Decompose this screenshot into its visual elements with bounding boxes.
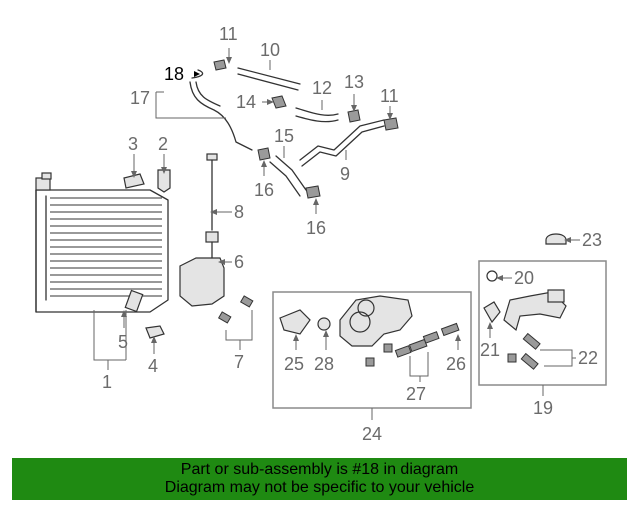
cap-23 [545,233,567,245]
seal-28 [317,317,331,331]
callout-2: 2 [158,134,168,154]
callout-15: 15 [274,126,294,146]
part-21 [483,301,501,324]
coolant-reservoir [179,231,225,307]
callout-11a: 11 [219,24,238,44]
clamp-14 [271,95,287,109]
hose-9 [299,119,385,161]
pipe-assembly [503,289,567,332]
callout-11b: 11 [380,86,399,106]
hose-10 [237,67,301,85]
callout-23: 23 [582,230,602,250]
callout-17: 17 [130,88,150,108]
clamp-16a [257,147,271,161]
callout-5: 5 [118,332,128,352]
part-2 [157,169,171,193]
callout-10: 10 [260,40,280,60]
arrowheads [121,57,571,343]
hose-15 [275,155,307,191]
callout-20: 20 [514,268,534,288]
banner-line-1: Part or sub-assembly is #18 in diagram [180,461,459,478]
bolts-26-27 [365,322,460,367]
hose-12 [295,107,339,116]
callout-7: 7 [234,352,244,372]
part-7-bolts [217,295,254,324]
leader-lines [93,48,580,420]
callout-9: 9 [340,164,350,184]
info-banner: Part or sub-assembly is #18 in diagram D… [12,458,627,500]
callout-4: 4 [148,356,158,376]
callout-27: 27 [406,384,426,404]
radiator [35,172,169,313]
banner-line-2: Diagram may not be specific to your vehi… [164,479,475,496]
part-8 [206,153,218,231]
callout-14: 14 [236,92,256,112]
clamp-16b [305,185,321,199]
callout-21: 21 [480,340,500,360]
callout-28: 28 [314,354,334,374]
callout-19: 19 [533,398,553,418]
part-4 [145,325,165,339]
o-ring-20 [486,270,498,282]
clamp-11a [213,59,227,71]
callout-12: 12 [312,78,332,98]
callout-25: 25 [284,354,304,374]
callout-1: 1 [102,372,112,392]
callout-18: 18 [164,64,184,84]
hose-17 [189,81,253,151]
callout-8: 8 [234,202,244,222]
gasket-25 [279,309,311,335]
clamp-11b [383,117,399,131]
callout-26: 26 [446,354,466,374]
callout-24: 24 [362,424,382,444]
clamp-13 [347,109,361,123]
callout-3: 3 [128,134,138,154]
hose-18 [191,69,204,79]
callout-13: 13 [344,72,364,92]
callout-22: 22 [578,348,598,368]
callout-16a: 16 [254,180,274,200]
water-outlet [339,295,413,347]
callout-16b: 16 [306,218,326,238]
callout-6: 6 [234,252,244,272]
bolts-22 [507,332,541,370]
